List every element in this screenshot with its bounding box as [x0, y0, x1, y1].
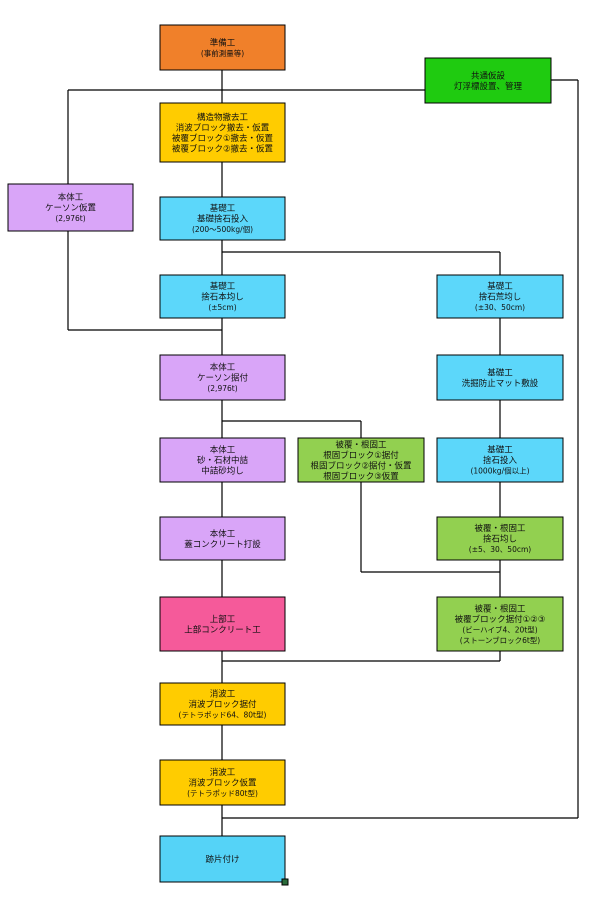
node-box	[436, 596, 564, 652]
node-label-line: 捨石投入	[483, 455, 518, 466]
node-label-line: 被覆ブロック②撤去・仮置	[172, 143, 274, 154]
node-box	[159, 274, 286, 319]
node-label-line: 本体工	[210, 528, 236, 539]
node-label-line: 捨石荒均し	[479, 292, 522, 303]
node-label-line: (±5cm)	[208, 303, 236, 312]
node-label-line: 被覆・根固工	[335, 439, 387, 450]
node-label-line: 捨石均し	[483, 534, 517, 545]
node-box	[159, 759, 286, 806]
node-label-line: (ストーンブロック6t型)	[460, 635, 541, 645]
node-hifuku-block: 被覆・根固工被覆ブロック据付①②③(ビーハイブ4、20t型)(ストーンブロック6…	[436, 596, 564, 652]
node-label-line: 準備工	[210, 37, 236, 48]
node-label-line: (±5、30、50cm)	[469, 545, 531, 554]
connector-lines	[67, 70, 579, 836]
node-label-line: 消波工	[210, 767, 236, 778]
node-box	[436, 516, 564, 561]
node-box	[159, 24, 286, 71]
node-label-line: 根固ブロック①据付	[323, 450, 399, 461]
node-label-line: 被覆・根固工	[474, 603, 526, 614]
node-label-line: 共通仮設	[471, 70, 506, 81]
node-label-line: ケーソン仮置	[45, 203, 97, 214]
node-label-line: 本体工	[210, 362, 236, 373]
node-label-line: 中詰砂均し	[201, 466, 244, 477]
node-label-line: 根固ブロック②据付・仮置	[310, 460, 412, 471]
node-label-line: 基礎工	[210, 203, 236, 214]
node-label-line: 消波工	[210, 689, 236, 700]
node-label-line: (2,976t)	[55, 214, 85, 223]
node-kozo: 構造物撤去工消波ブロック撤去・仮置被覆ブロック①撤去・仮置被覆ブロック②撤去・仮…	[159, 102, 286, 163]
node-label-line: (2,976t)	[207, 384, 237, 393]
node-label-line: (テトラポッド80t型)	[187, 789, 258, 798]
node-label-line: (ビーハイブ4、20t型)	[462, 624, 537, 634]
node-label-line: 基礎工	[487, 367, 513, 378]
node-label-line: 跡片付け	[205, 854, 239, 865]
node-label-line: (±30、50cm)	[475, 303, 525, 312]
node-label-line: 基礎工	[487, 281, 513, 292]
node-label-line: 根固ブロック③仮置	[323, 471, 399, 482]
node-label-line: (テトラポッド64、80t型)	[179, 711, 267, 720]
node-label-line: (事前測量等)	[201, 48, 244, 58]
node-box	[159, 835, 286, 883]
node-label-line: 洗掘防止マット敷設	[462, 378, 539, 389]
node-label-line: 上部コンクリート工	[184, 624, 261, 635]
node-box	[436, 354, 564, 401]
node-atokatazuke: 跡片付け	[159, 835, 289, 886]
node-box	[424, 57, 552, 104]
node-box	[7, 183, 134, 232]
node-label-line: (1000kg/個以上)	[470, 466, 529, 476]
node-label-line: 上部工	[210, 614, 236, 625]
node-label-line: 蓋コンクリート打設	[184, 539, 261, 550]
node-box	[297, 437, 425, 483]
node-label-line: 被覆・根固工	[474, 523, 526, 534]
resize-handle-icon	[281, 878, 289, 886]
node-label-line: 灯浮標設置、管理	[454, 81, 523, 92]
node-box	[159, 437, 286, 483]
node-label-line: 本体工	[58, 192, 84, 203]
node-label-line: ケーソン据付	[197, 373, 249, 384]
node-box	[159, 354, 286, 401]
node-label-line: (200～500kg/個)	[192, 224, 253, 234]
node-label-line: 消波ブロック仮置	[188, 778, 257, 789]
node-label-line: 本体工	[210, 445, 236, 456]
node-box	[436, 274, 564, 319]
node-jizen: 準備工(事前測量等)	[159, 24, 286, 71]
node-box	[159, 596, 286, 652]
node-label-line: 基礎工	[210, 281, 236, 292]
node-box	[436, 437, 564, 483]
node-label-line: 被覆ブロック①撤去・仮置	[172, 133, 274, 144]
node-box	[159, 516, 286, 561]
node-label-line: 構造物撤去工	[197, 112, 249, 123]
node-label-line: 消波ブロック撤去・仮置	[176, 122, 270, 133]
node-box	[159, 196, 286, 241]
node-label-line: 消波ブロック据付	[188, 699, 257, 710]
node-label-line: 捨石本均し	[201, 292, 244, 303]
node-label-line: 被覆ブロック据付①②③	[455, 614, 546, 625]
node-box	[159, 682, 286, 726]
node-label-line: 砂・石材中詰	[197, 455, 249, 466]
node-box	[159, 102, 286, 163]
process-nodes: 準備工(事前測量等)共通仮設灯浮標設置、管理構造物撤去工消波ブロック撤去・仮置被…	[7, 24, 564, 886]
node-label-line: 基礎工	[487, 445, 513, 456]
node-label-line: 基礎捨石投入	[197, 214, 249, 225]
